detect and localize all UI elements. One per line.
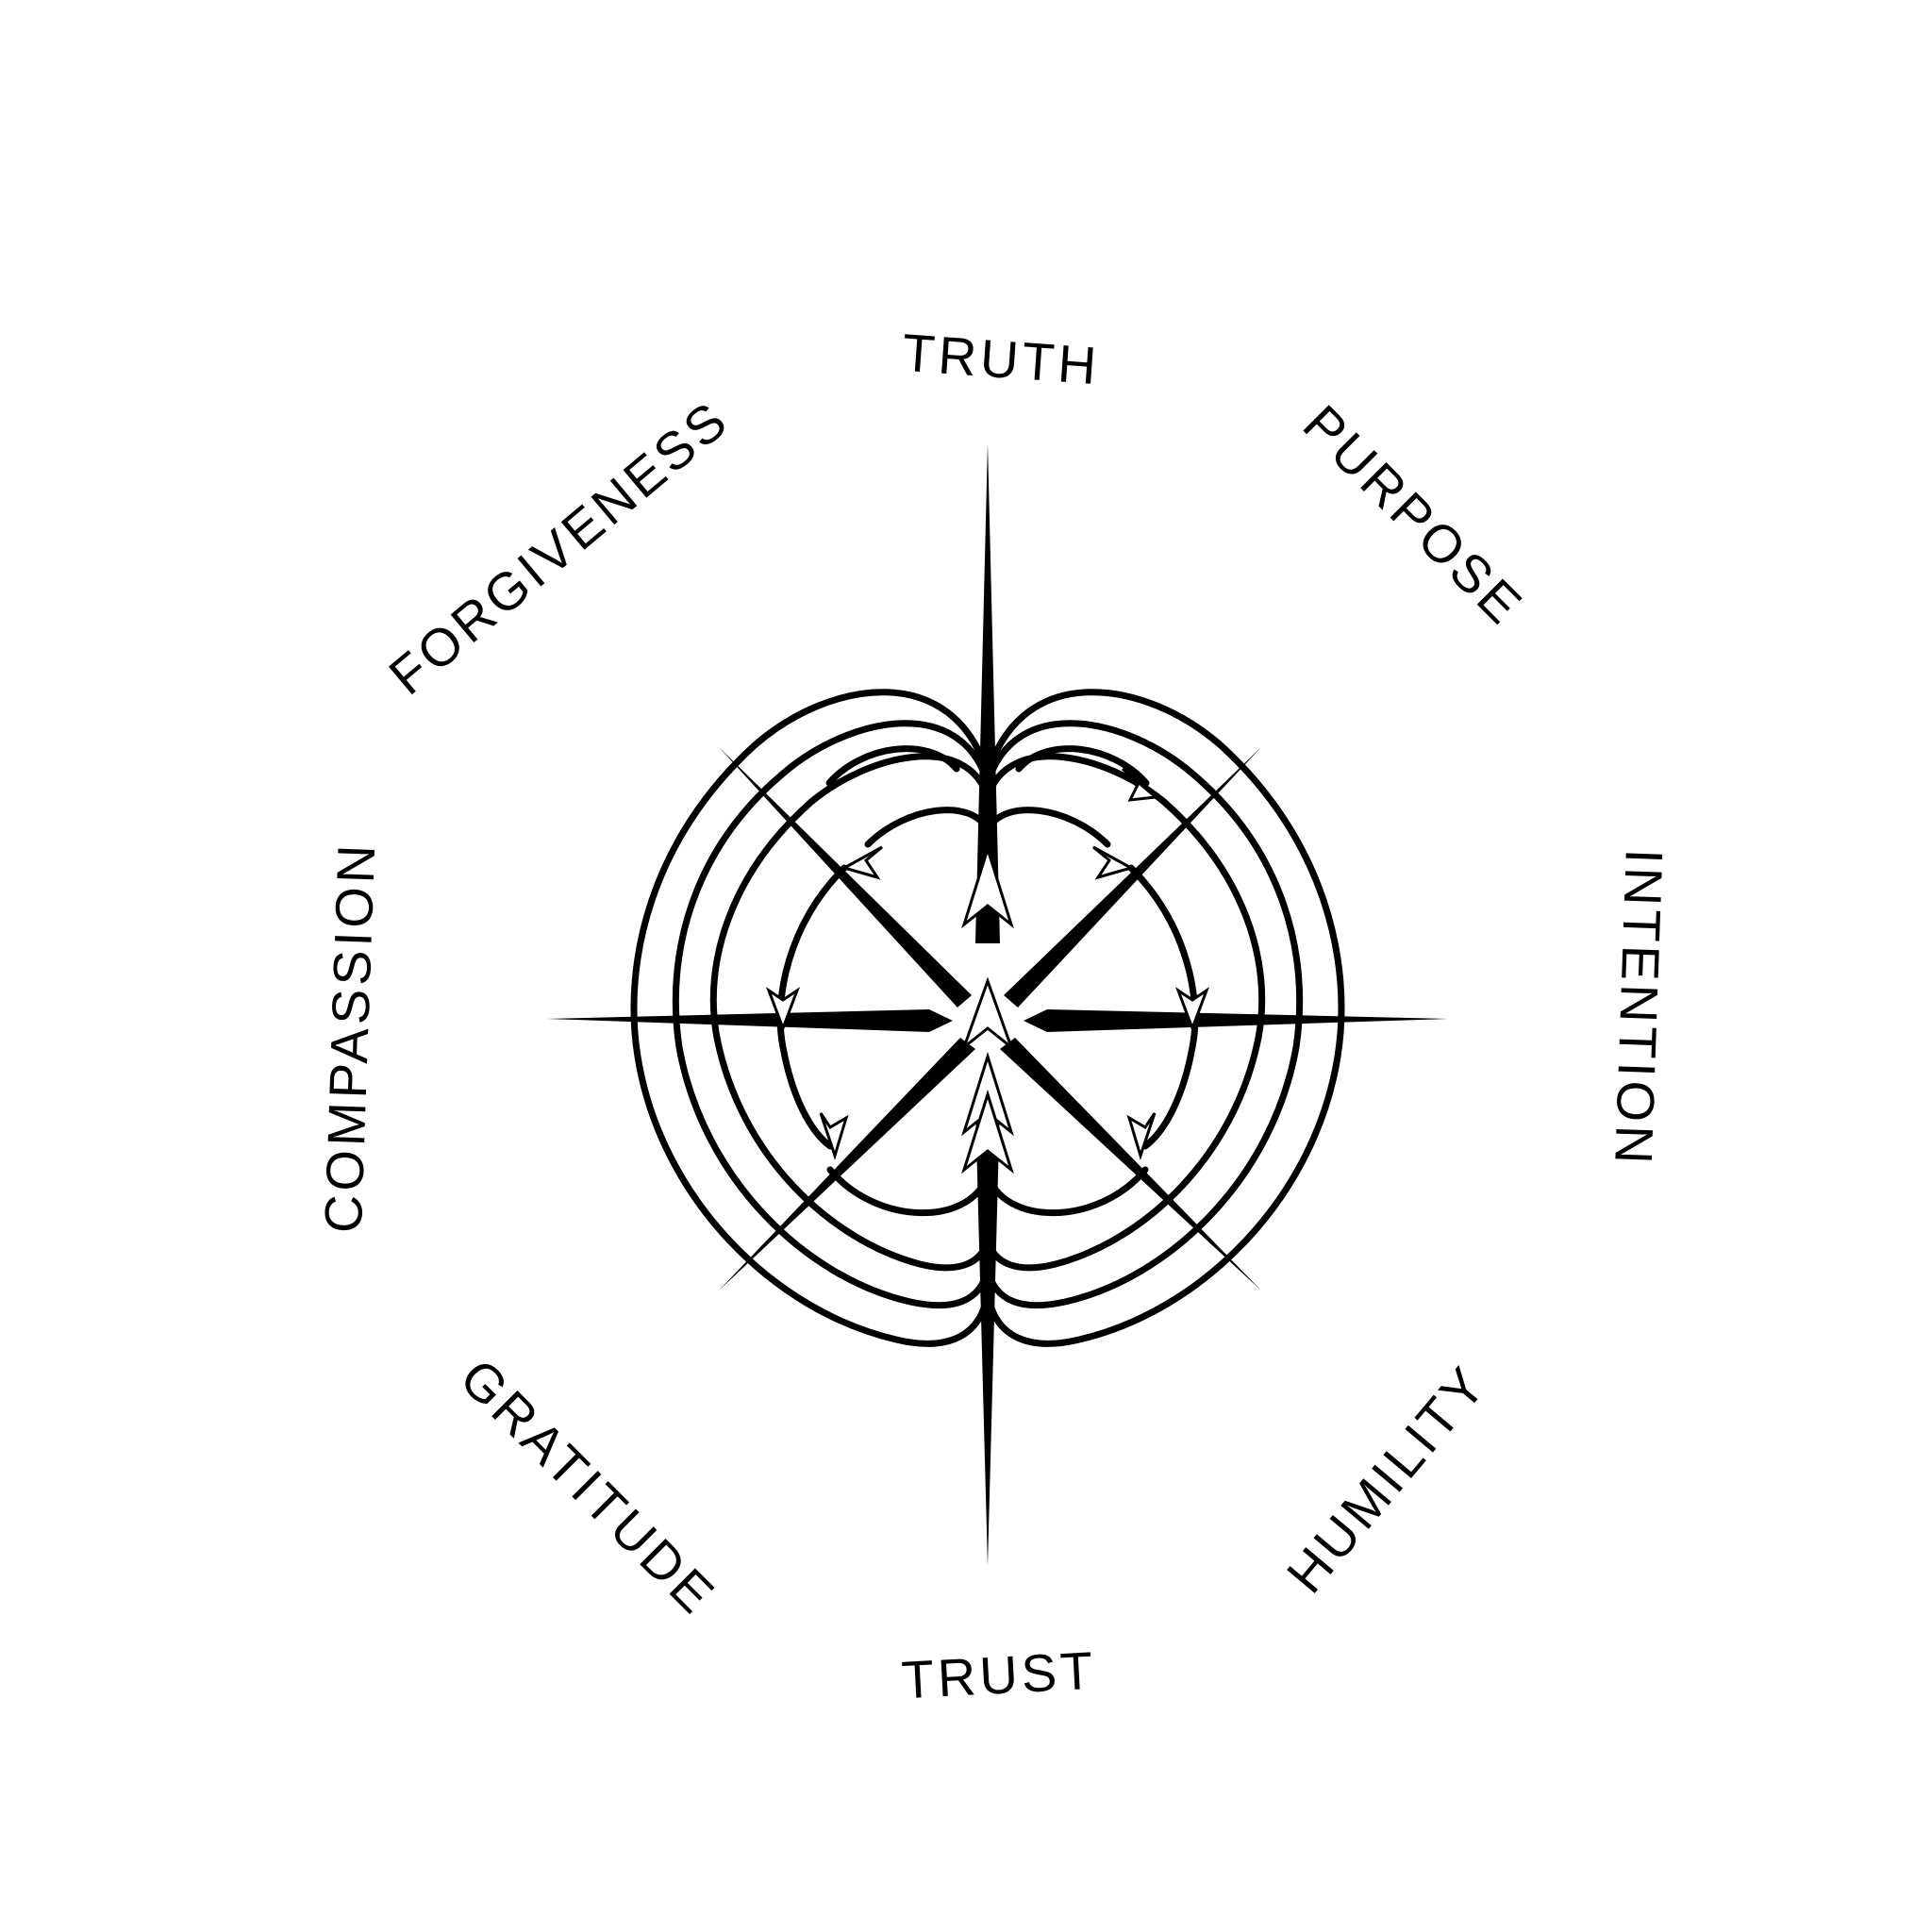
field-line-inner bbox=[826, 1166, 991, 1217]
star-point-east bbox=[1024, 1009, 1448, 1032]
label-forgiveness: FORGIVENESS bbox=[377, 389, 740, 707]
arrowhead-right-bottom bbox=[1126, 1112, 1157, 1160]
arrowhead-center-up bbox=[961, 1089, 1014, 1174]
arrowhead-left-mid bbox=[765, 987, 801, 1033]
star-point-northeast bbox=[1004, 747, 1261, 1008]
star-point-northwest bbox=[719, 747, 972, 1008]
field-line-third bbox=[984, 753, 1266, 1272]
star-point-south bbox=[975, 1104, 1000, 1566]
arrowhead-left-top bbox=[841, 845, 883, 880]
label-purpose: PURPOSE bbox=[1292, 393, 1536, 637]
star-point-southeast bbox=[1000, 1038, 1261, 1291]
compass-rose bbox=[547, 443, 1448, 1566]
label-compassion: COMPASSION bbox=[313, 841, 386, 1234]
field-line-inner bbox=[984, 807, 1111, 848]
arrowhead-right-mid bbox=[1174, 987, 1210, 1033]
field-lines bbox=[630, 689, 1345, 1347]
label-gratitude: GRATITUDE bbox=[449, 1347, 728, 1626]
star-point-north bbox=[975, 443, 1000, 943]
label-intention: INTENTION bbox=[1604, 848, 1674, 1169]
arrowhead-center-up bbox=[961, 843, 1014, 929]
label-truth: TRUTH bbox=[901, 323, 1103, 395]
star-point-southwest bbox=[719, 1038, 975, 1291]
label-humility: HUMILITY bbox=[1275, 1354, 1499, 1604]
field-line-inner bbox=[984, 1166, 1149, 1217]
arrowheads bbox=[765, 767, 1210, 1174]
star-points bbox=[547, 443, 1448, 1566]
field-line-third bbox=[709, 753, 991, 1272]
arrowhead-right-top bbox=[1092, 845, 1135, 880]
arrowhead-left-bottom bbox=[819, 1112, 849, 1160]
field-line-second bbox=[984, 720, 1304, 1309]
field-line-inner bbox=[864, 807, 991, 848]
field-line-second bbox=[672, 720, 991, 1309]
arrowhead-outer-top-right bbox=[1122, 767, 1159, 802]
field-line-outer bbox=[630, 689, 991, 1347]
label-trust: TRUST bbox=[900, 1641, 1098, 1710]
field-line-top bbox=[825, 745, 960, 787]
star-point-west bbox=[547, 1009, 953, 1032]
field-line-inner-left bbox=[776, 864, 848, 1150]
arrowhead-center-up bbox=[960, 976, 1015, 1052]
field-line-inner-right bbox=[1127, 864, 1199, 1150]
field-line-outer bbox=[984, 689, 1345, 1347]
field-line-top bbox=[1015, 745, 1150, 787]
